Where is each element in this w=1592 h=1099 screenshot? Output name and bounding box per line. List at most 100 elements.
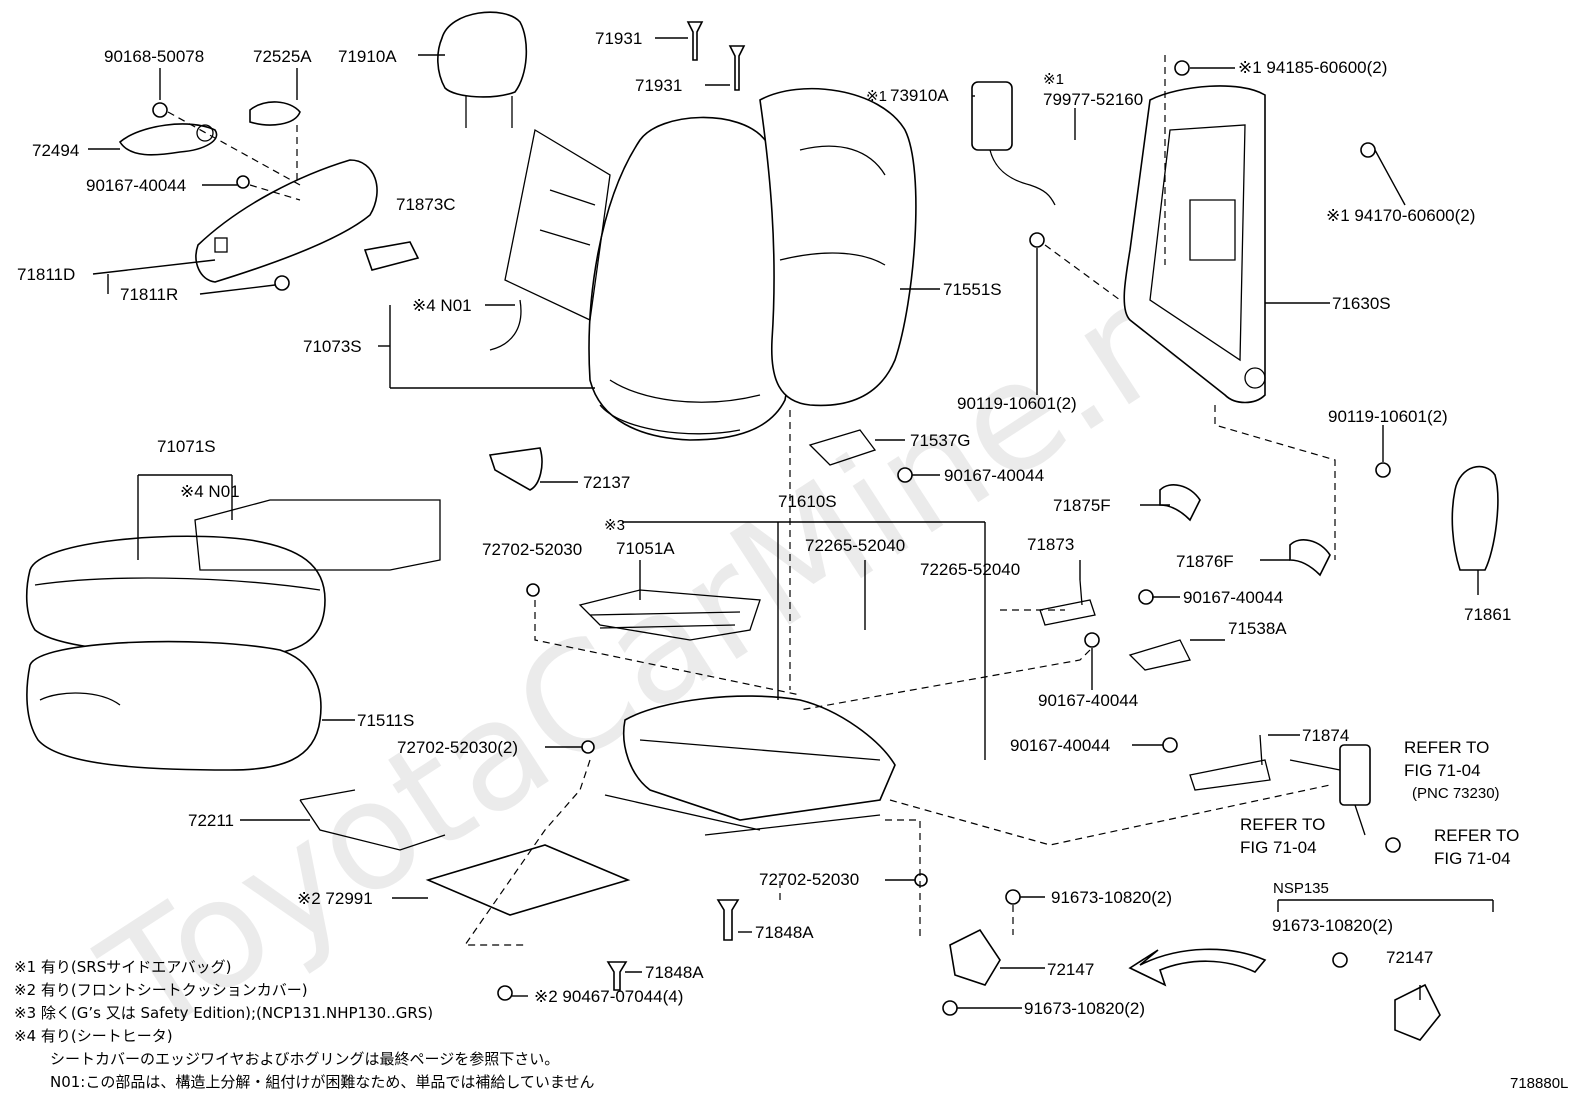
label-90167-40044-top: 90167-40044 (86, 176, 186, 195)
diagram-code: 718880L (1510, 1075, 1568, 1092)
label-nsp135: NSP135 (1273, 880, 1329, 897)
footnote-2: ※2 有り(フロントシートクッションカバー) (14, 981, 308, 999)
label-73910a: 73910A (890, 86, 949, 105)
recliner-lever-part (118, 123, 218, 156)
label-94185-60600: ※1 94185-60600(2) (1238, 58, 1387, 77)
label-71848a-upper: 71848A (755, 923, 814, 942)
label-refer2-line2: FIG 71-04 (1240, 838, 1317, 857)
label-71873: 71873 (1027, 535, 1074, 554)
label-72211: 72211 (188, 811, 234, 830)
cover-71861-part (1451, 465, 1499, 571)
label-72494: 72494 (32, 141, 79, 160)
footnote-1: ※1 有り(SRSサイドエアバッグ) (14, 958, 231, 976)
cover-71537g-part (808, 429, 877, 466)
label-n01-seatback: ※4 N01 (412, 296, 472, 315)
cushion-cover-part (25, 535, 326, 656)
footnote-5: シートカバーのエッジワイヤおよびホグリングは最終ページを参照下さい。 (50, 1050, 559, 1068)
label-79977-52160: 79977-52160 (1043, 90, 1143, 109)
label-71551s: 71551S (943, 280, 1002, 299)
label-refer3-line1: REFER TO (1434, 826, 1519, 845)
part-labels: 90168-50078 72525A 71910A 71931 71931 ※1… (17, 29, 1519, 1018)
label-71875f: 71875F (1053, 496, 1111, 515)
label-71861: 71861 (1464, 605, 1511, 624)
label-72702-52030-upper: 72702-52030 (482, 540, 582, 559)
label-71873c: 71873C (396, 195, 456, 214)
label-n01-cushion: ※4 N01 (180, 482, 240, 501)
label-90119-10601-left: 90119-10601(2) (957, 394, 1077, 413)
bracket-71874-part (1189, 734, 1271, 791)
bracket-71873-part (1039, 579, 1096, 626)
label-90467-07044: ※2 90467-07044(4) (534, 987, 683, 1006)
label-71874: 71874 (1302, 726, 1349, 745)
label-72137: 72137 (583, 473, 630, 492)
label-refer3-line2: FIG 71-04 (1434, 849, 1511, 868)
knob-cover-part (249, 101, 301, 126)
label-71537g: 71537G (910, 431, 971, 450)
cover-71876f-part (1289, 539, 1331, 577)
cover-72137-part (488, 447, 543, 491)
assembly-dash-lines (167, 55, 1336, 946)
label-72702-52030-lower: 72702-52030 (759, 870, 859, 889)
label-refer1-line2: FIG 71-04 (1404, 761, 1481, 780)
label-71876f: 71876F (1176, 552, 1234, 571)
label-71071s: 71071S (157, 437, 216, 456)
label-71931-upper: 71931 (595, 29, 642, 48)
footnote-6: N01:この部品は、構造上分解・組付けが困難なため、単品では補給していません (50, 1073, 594, 1091)
label-refer1-line1: REFER TO (1404, 738, 1489, 757)
label-72265-52040-left: 72265-52040 (805, 536, 905, 555)
label-72147-main: 72147 (1047, 960, 1094, 979)
label-71931-lower: 71931 (635, 76, 682, 95)
label-91673-10820-lower: 91673-10820(2) (1024, 999, 1145, 1018)
label-72702-52030-mid: 72702-52030(2) (397, 738, 518, 757)
side-shield-part (195, 159, 378, 283)
label-72525a: 72525A (253, 47, 312, 66)
label-90119-10601-right: 90119-10601(2) (1328, 407, 1448, 426)
label-94170-60600: ※1 94170-60600(2) (1326, 206, 1475, 225)
label-72991: ※2 72991 (297, 889, 373, 908)
side-airbag-part (971, 81, 1056, 206)
footnote-3: ※3 除く(G’s 又は Safety Edition);(NCP131.NHP… (14, 1004, 433, 1022)
under-tray-part (425, 844, 631, 916)
seatback-frame-part (1123, 85, 1266, 404)
label-91673-10820-upper: 91673-10820(2) (1051, 888, 1172, 907)
label-90167-40044-mid: 90167-40044 (944, 466, 1044, 485)
label-71848a-lower: 71848A (645, 963, 704, 982)
label-79977-mark: ※1 (1043, 71, 1064, 88)
label-72265-52040-right: 72265-52040 (920, 560, 1020, 579)
seatback-heater-part (489, 128, 611, 351)
bracket-72147-nsp-part (1394, 983, 1441, 1041)
label-71073s: 71073S (303, 337, 362, 356)
label-71630s: 71630S (1332, 294, 1391, 313)
cushion-heater-part (194, 499, 441, 571)
label-71511s: 71511S (357, 711, 414, 730)
footnotes: ※1 有り(SRSサイドエアバッグ) ※2 有り(フロントシートクッションカバー… (14, 958, 594, 1091)
leader-lines (88, 37, 1494, 1009)
label-71538a: 71538A (1228, 619, 1287, 638)
label-71910a: 71910A (338, 47, 397, 66)
label-90168-50078: 90168-50078 (104, 47, 204, 66)
bracket-72147-part (949, 928, 1001, 986)
headrest-part (437, 11, 528, 128)
label-91673-10820-nsp: 91673-10820(2) (1272, 916, 1393, 935)
pins-part (606, 21, 746, 991)
direction-arrow (1128, 948, 1267, 987)
seat-spring-part (578, 589, 761, 641)
label-73910a-mark: ※1 (866, 88, 887, 105)
seat-track-part (604, 695, 896, 836)
seatback-pad-part (759, 87, 917, 407)
label-71811d: 71811D (17, 265, 75, 284)
bracket-71873c-part (363, 241, 420, 271)
footnote-4: ※4 有り(シートヒータ) (14, 1027, 173, 1045)
label-71051a: 71051A (616, 539, 675, 558)
label-71610s: 71610S (778, 492, 837, 511)
cushion-pad-part (26, 640, 322, 771)
seatbelt-buckle-part (1289, 744, 1371, 836)
label-refer2-line1: REFER TO (1240, 815, 1325, 834)
label-90167-40044-right1: 90167-40044 (1183, 588, 1283, 607)
cover-71538a-part (1128, 639, 1191, 671)
label-note3-mark: ※3 (604, 517, 625, 534)
cover-71875f-part (1159, 484, 1201, 522)
label-90167-40044-right2: 90167-40044 (1038, 691, 1138, 710)
label-72147-nsp: 72147 (1386, 948, 1433, 967)
